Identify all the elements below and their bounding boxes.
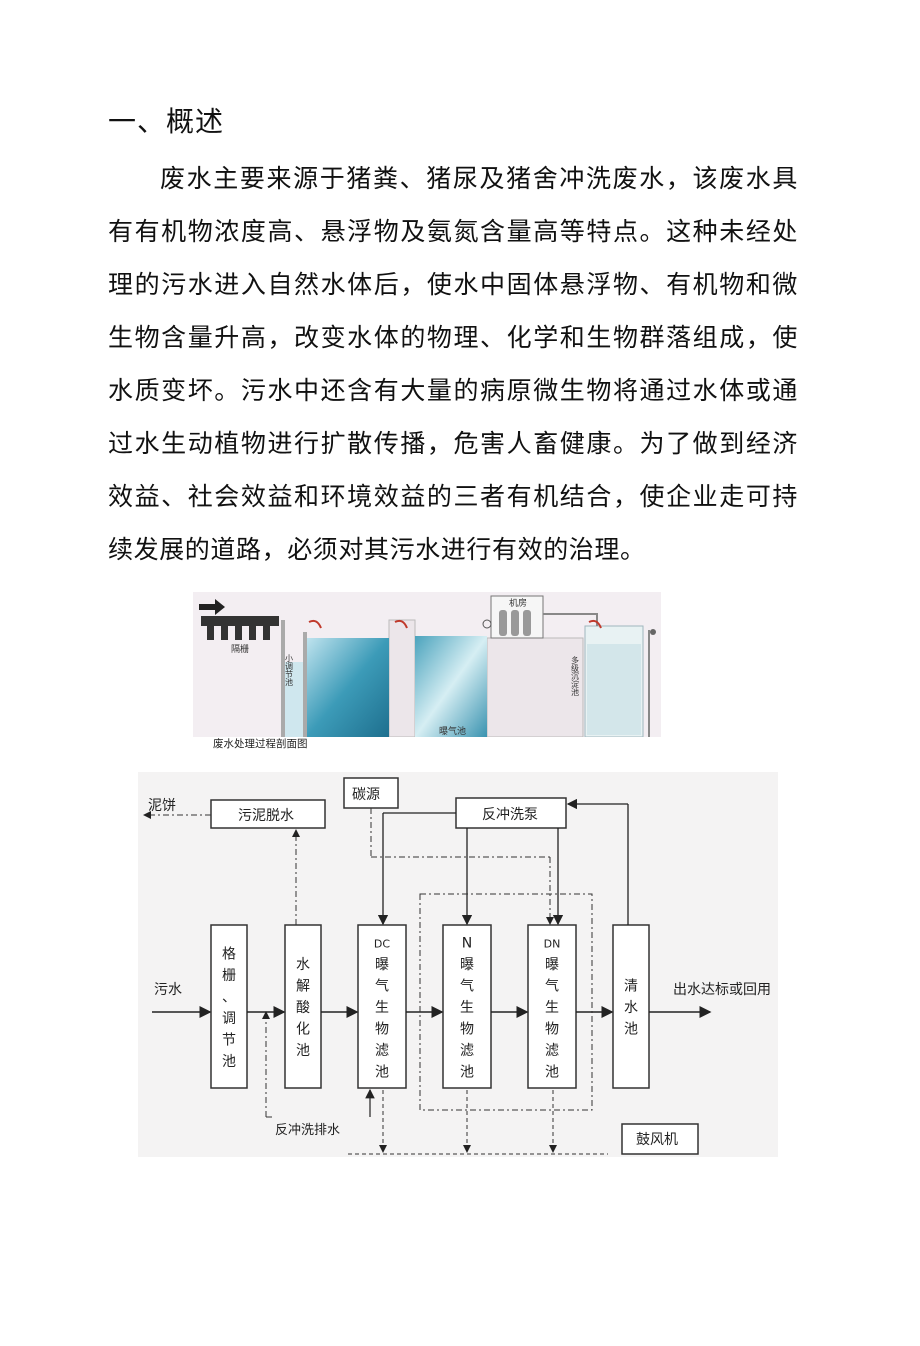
overview-paragraph: 废水主要来源于猪粪、猪尿及猪舍冲洗废水，该废水具有有机物浓度高、悬浮物及氨氮含量…: [108, 164, 798, 564]
effluent-label: 出水达标或回用: [673, 982, 771, 998]
small-tank-label: 小调节池: [285, 654, 294, 686]
tank-label-char: DN: [544, 938, 561, 951]
tank-label-char: 格: [222, 946, 236, 962]
tank-label-char: 滤: [545, 1043, 559, 1059]
tank-label-char: 曝: [545, 957, 559, 973]
tank-label-char: 滤: [375, 1043, 389, 1059]
tank-label-char: 池: [222, 1054, 236, 1070]
tank-label-char: 生: [460, 1000, 474, 1016]
carbon-source-label: 碳源: [352, 787, 380, 803]
sludge-dewater-label: 污泥脱水: [238, 808, 294, 824]
tank-label-char: 水: [296, 957, 310, 973]
tank-label-char: 解: [296, 979, 310, 995]
treatment-cross-section-figure: 隔栅 小调节池 机房 曝气池 多级沉淀池: [193, 592, 661, 737]
tank-label-char: 物: [545, 1022, 559, 1038]
carbon-source-box: [343, 777, 399, 809]
tank-label-char: 曝: [375, 957, 389, 973]
machine-room-label: 机房: [509, 597, 527, 609]
tank-label-char: 物: [460, 1022, 474, 1038]
tank-label-char: N: [462, 936, 472, 952]
tank-label-char: 栅: [222, 968, 236, 984]
backwash-drain-label: 反冲洗排水: [275, 1123, 340, 1138]
tank-label-char: 池: [296, 1043, 310, 1059]
tank-label-char: 、: [222, 989, 236, 1005]
tank-label-char: 池: [460, 1065, 474, 1081]
tank-label-char: 气: [545, 979, 559, 995]
tank-label-char: 水: [624, 1000, 638, 1016]
tank-label-char: 物: [375, 1022, 389, 1038]
tank-label-char: 节: [222, 1032, 236, 1048]
grille-label: 隔栅: [231, 643, 249, 655]
tank-label-char: 调: [222, 1011, 236, 1027]
influent-label: 污水: [154, 982, 182, 998]
blower-label: 鼓风机: [636, 1132, 678, 1148]
tank-label-char: 滤: [460, 1043, 474, 1059]
aeration-label: 曝气池: [439, 725, 466, 737]
tank-grille-regulating: [210, 924, 248, 1089]
backwash-pump-label: 反冲洗泵: [482, 807, 538, 823]
tank-label-char: 池: [545, 1065, 559, 1081]
tank-label-char: 生: [545, 1000, 559, 1016]
tank-clear-water: [612, 924, 650, 1089]
tank-label-char: 化: [296, 1022, 310, 1038]
tank-n-baf: [442, 924, 492, 1089]
tank-label-char: 曝: [460, 957, 474, 973]
tank-label-char: 酸: [296, 1000, 310, 1016]
backwash-pump-box: [455, 797, 567, 829]
tank-label-char: DC: [374, 938, 390, 951]
inlet-arrow-icon: [199, 599, 225, 615]
tank-label-char: 气: [460, 979, 474, 995]
section-heading: 一、概述: [108, 105, 225, 138]
sludge-dewater-box: [210, 799, 326, 829]
tank-label-char: 池: [624, 1022, 638, 1038]
tank-label-char: 清: [624, 979, 638, 995]
figure-caption: 废水处理过程剖面图: [213, 738, 308, 750]
sludge-cake-label: 泥饼: [148, 798, 176, 814]
settling-label: 多级沉淀池: [571, 655, 580, 696]
tank-label-char: 气: [375, 979, 389, 995]
tank-label-char: 生: [375, 1000, 389, 1016]
grille-icon: [201, 616, 279, 640]
blower-box: [621, 1123, 699, 1155]
process-flow-diagram: 污泥脱水 泥饼 碳源 反冲洗泵 格栅、调节池水解酸化池DC曝气生物滤池N曝气生物…: [138, 772, 778, 1157]
tank-label-char: 池: [375, 1065, 389, 1081]
machine-room-icon: [482, 595, 544, 639]
